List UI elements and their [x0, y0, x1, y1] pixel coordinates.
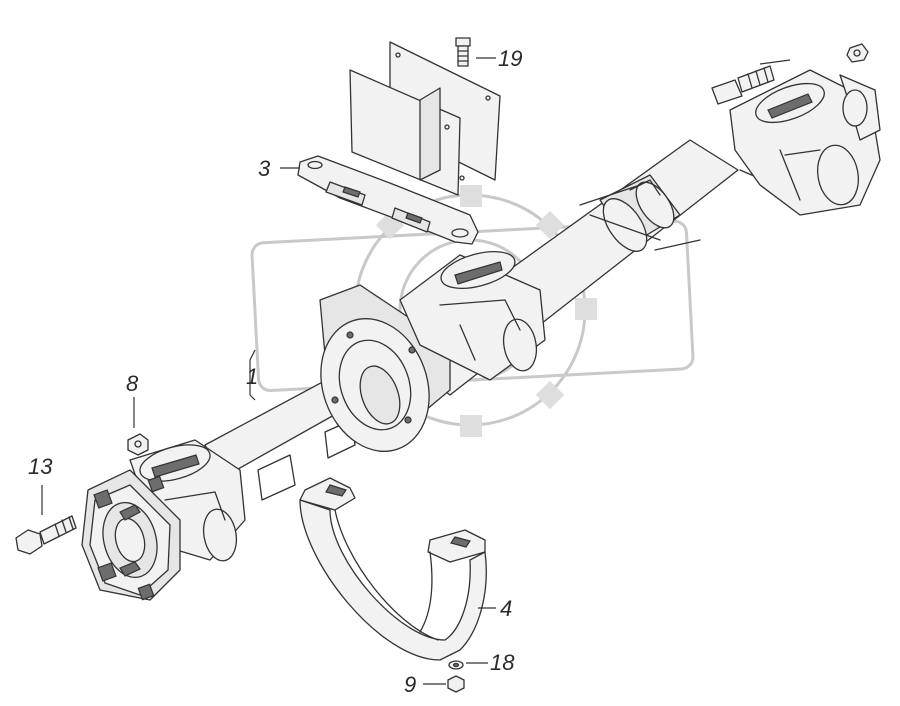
right-universal-joint: [729, 69, 881, 216]
middle-universal-joint: [399, 251, 546, 381]
strap-nut: [447, 675, 465, 693]
callout-8: 8: [126, 371, 139, 396]
callout-3: 3: [258, 156, 271, 181]
right-nut: [846, 43, 869, 63]
left-bolt: [15, 515, 77, 555]
callout-13: 13: [28, 454, 53, 479]
safety-bracket: [297, 155, 479, 245]
callout-1: 1: [246, 364, 258, 389]
leader-lines: [41, 57, 791, 685]
watermark-logo: [250, 185, 695, 437]
callout-4: 4: [500, 596, 512, 621]
shield-plates: [349, 41, 501, 196]
center-flange: [319, 284, 451, 452]
callout-18: 18: [490, 650, 515, 675]
bracket-bolt: [455, 37, 471, 67]
left-nut: [127, 433, 149, 456]
left-flange: [81, 469, 181, 601]
callout-19: 19: [498, 46, 522, 71]
support-strap: [299, 477, 487, 661]
callout-9: 9: [404, 672, 416, 697]
right-bolt: [711, 65, 775, 105]
strap-washer: [448, 660, 464, 670]
